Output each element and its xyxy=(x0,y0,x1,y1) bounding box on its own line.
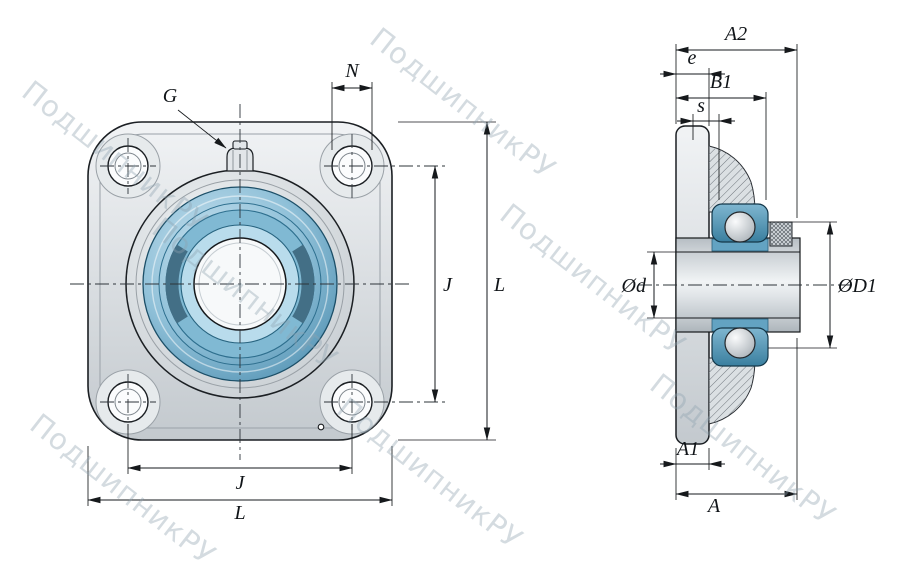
dim-label-n: N xyxy=(344,60,360,82)
dimension-a1: A1 xyxy=(660,438,725,500)
front-view: G N J L J xyxy=(70,60,505,524)
dimension-j-bottom: J xyxy=(127,424,353,494)
dimension-j-right: J xyxy=(431,165,453,403)
bolt-hole-chamfer xyxy=(114,388,142,416)
dimension-l-bottom: L xyxy=(87,446,393,524)
watermark-text: ПодшипникРУ xyxy=(364,21,563,187)
dim-label-outer-dia: ØD1 xyxy=(837,275,877,297)
dimension-a: A xyxy=(675,338,798,517)
dimension-outer-diameter: ØD1 xyxy=(768,221,877,349)
dimension-n: N xyxy=(331,60,373,150)
dim-label-l-bottom: L xyxy=(233,502,245,524)
dimension-shaft-diameter: Ød xyxy=(621,251,676,319)
bearing-ball-top xyxy=(724,211,756,243)
front-center-lines xyxy=(70,104,446,460)
dimension-a2: A2 xyxy=(675,23,798,218)
bolt-hole-chamfer xyxy=(114,152,142,180)
dimension-e: e xyxy=(660,47,725,126)
dim-label-b1: B1 xyxy=(710,71,732,93)
bolt-hole-chamfer xyxy=(338,388,366,416)
set-screw-knurl xyxy=(770,222,792,246)
dimension-s: s xyxy=(677,95,735,200)
dim-label-shaft-dia: Ød xyxy=(621,275,647,297)
section-hatch-bottom xyxy=(709,358,755,424)
cast-mark-dot xyxy=(317,423,325,431)
bearing-ball-bottom xyxy=(724,327,756,359)
watermark-text: ПодшипникРУ xyxy=(494,197,693,363)
watermark-text: ПодшипникРУ xyxy=(331,391,530,557)
dim-label-e: e xyxy=(688,47,697,69)
dimension-b1: B1 xyxy=(675,71,767,200)
g-leader-line xyxy=(177,109,227,149)
dimension-l-right: L xyxy=(398,121,505,441)
dim-label-a1: A1 xyxy=(675,438,699,460)
dim-label-j-bottom: J xyxy=(236,472,246,494)
dim-label-a2: A2 xyxy=(723,23,747,45)
dim-label-a: A xyxy=(706,495,721,517)
dim-label-s: s xyxy=(697,95,705,117)
dim-label-g: G xyxy=(163,85,178,107)
dim-label-j-right: J xyxy=(443,274,453,296)
side-view: A2 e B1 s Ød xyxy=(621,23,877,517)
section-hatch-top xyxy=(709,146,755,212)
dim-label-l-right: L xyxy=(493,274,505,296)
